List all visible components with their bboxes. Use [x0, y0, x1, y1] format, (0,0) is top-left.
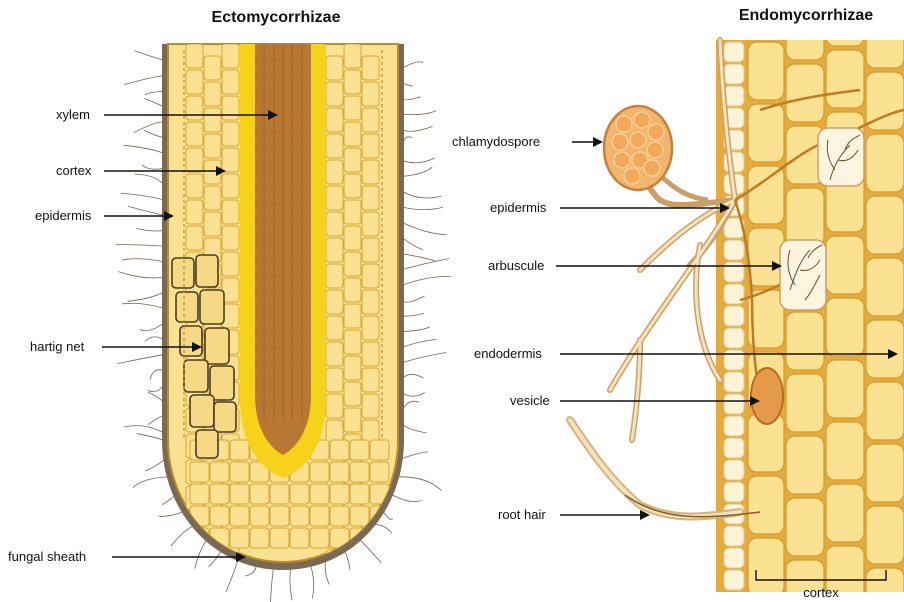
chlamydospore — [604, 106, 708, 200]
endo-root — [570, 0, 904, 602]
ecto-title: Ectomycorrhizae — [212, 9, 341, 26]
label-vesicle: vesicle — [510, 393, 550, 408]
label-chlamydospore: chlamydospore — [452, 134, 540, 149]
label-cortex-ecto: cortex — [56, 163, 92, 178]
label-xylem: xylem — [56, 107, 90, 122]
label-epidermis-ecto: epidermis — [35, 208, 92, 223]
label-epidermis-endo: epidermis — [490, 200, 547, 215]
label-arbuscule: arbuscule — [488, 258, 544, 273]
label-cortex-endo: cortex — [803, 585, 839, 600]
label-fungal-sheath: fungal sheath — [8, 549, 86, 564]
endo-title: Endomycorrhizae — [739, 7, 873, 24]
label-hartig-net: hartig net — [30, 339, 85, 354]
ecto-root — [116, 44, 451, 602]
vesicle — [751, 368, 783, 424]
arbuscule-upper — [818, 128, 864, 186]
label-root-hair: root hair — [498, 507, 546, 522]
arbuscule-lower — [780, 240, 826, 310]
label-endodermis: endodermis — [474, 346, 542, 361]
